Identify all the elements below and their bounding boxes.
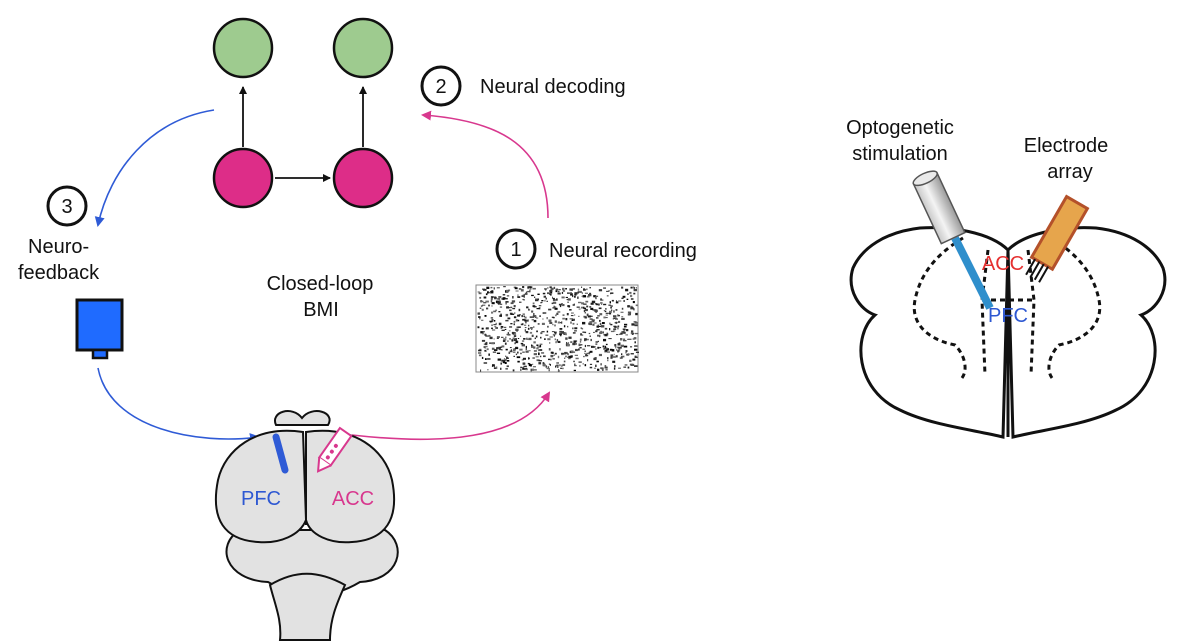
raster-plot-icon: [475, 284, 639, 373]
blue-arrow-monitor-to-brain: [97, 367, 260, 444]
step-2-label: Neural decoding: [480, 76, 626, 98]
step-1-badge: [495, 228, 537, 270]
magenta-arrow-recording-to-decoding: [421, 110, 549, 219]
step-3-label-line2: feedback: [18, 262, 100, 284]
bmi-label: BMI: [303, 299, 339, 321]
optic-cannula-icon: [912, 170, 966, 245]
coronal-section-icon: [849, 226, 1167, 439]
magenta-arrow-brain-to-recording: [351, 391, 551, 441]
brain-pfc-label: PFC: [241, 488, 281, 510]
electrode-label-line1: Electrode: [1024, 135, 1109, 157]
magenta-node-right: [332, 147, 394, 209]
optogenetic-label-line2: stimulation: [852, 143, 948, 165]
electrode-label-line2: array: [1047, 161, 1093, 183]
step-1-label: Neural recording: [549, 240, 697, 262]
blue-arrow-decoding-to-feedback: [94, 109, 215, 227]
step-2-badge: [420, 65, 462, 107]
acc-electrode-icon: [316, 426, 353, 473]
optic-fiber-icon: [951, 236, 994, 310]
step-3-badge: [46, 185, 88, 227]
green-node-left: [212, 17, 274, 79]
step-2-number: 2: [435, 76, 446, 98]
green-node-right: [332, 17, 394, 79]
section-acc-label: ACC: [982, 253, 1024, 275]
magenta-node-left: [212, 147, 274, 209]
decoding-network: [212, 17, 394, 209]
brain-top-view-icon: [214, 410, 399, 641]
monitor-icon: [75, 298, 124, 360]
section-pfc-label: PFC: [988, 305, 1028, 327]
brain-acc-label: ACC: [332, 488, 374, 510]
step-1-number: 1: [510, 239, 521, 261]
closed-loop-label: Closed-loop: [267, 273, 374, 295]
electrode-array-icon: [1025, 194, 1090, 283]
pfc-implant-icon: [272, 433, 289, 474]
step-3-number: 3: [61, 196, 72, 218]
optogenetic-label-line1: Optogenetic: [846, 117, 954, 139]
step-3-label-line1: Neuro-: [28, 236, 89, 258]
